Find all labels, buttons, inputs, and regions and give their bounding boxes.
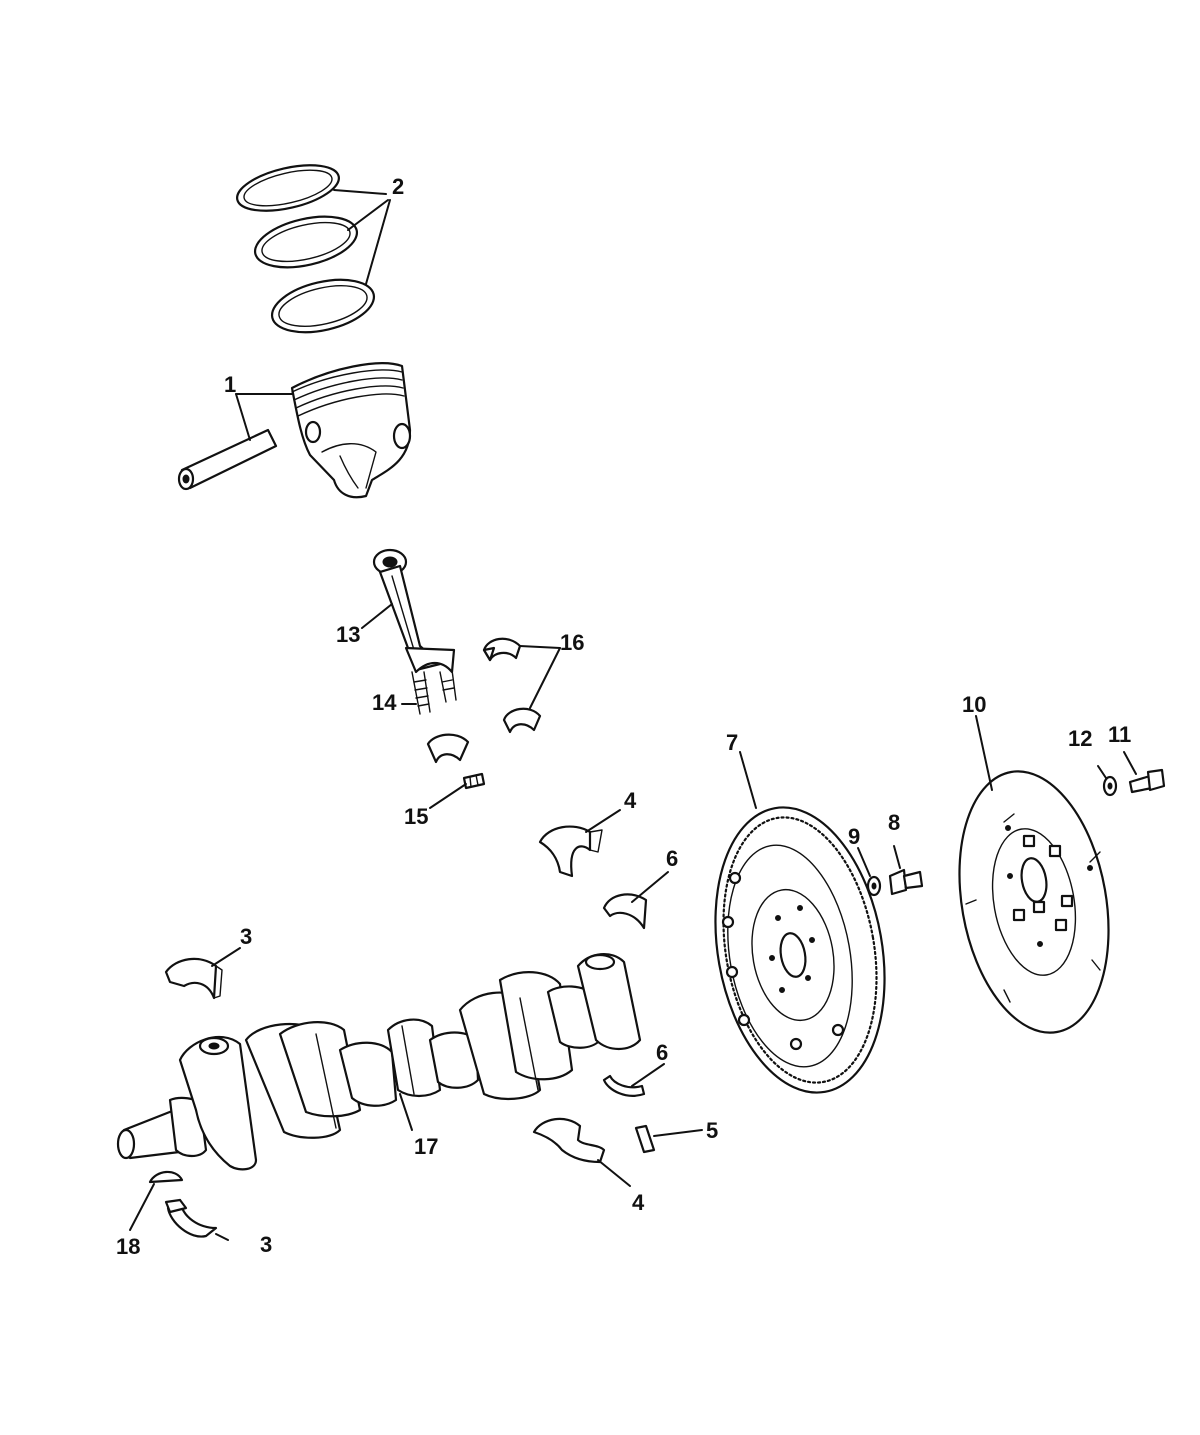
thrust-washer-6-lower <box>602 1074 646 1097</box>
callout-6-lower: 6 <box>656 1040 668 1065</box>
callout-7: 7 <box>726 730 738 755</box>
clutch-bolt <box>1128 768 1166 794</box>
dowel-pin <box>634 1124 656 1154</box>
main-bearing-4-lower <box>532 1117 606 1164</box>
callout-1: 1 <box>224 372 236 397</box>
callout-labels: 1 2 3 3 4 4 5 6 6 7 8 9 10 11 12 13 14 1… <box>116 174 1131 1259</box>
piston-rings <box>236 164 376 334</box>
callout-4-lower: 4 <box>632 1190 645 1215</box>
thrust-washer-6-upper <box>602 893 648 930</box>
callout-4-upper: 4 <box>624 788 637 813</box>
flywheel-bolt <box>888 868 924 896</box>
callout-8: 8 <box>888 810 900 835</box>
callout-2: 2 <box>392 174 404 199</box>
rod-bearing-lower <box>502 707 542 734</box>
main-bearing-3-upper <box>164 957 223 1000</box>
callout-3-lower: 3 <box>260 1232 272 1257</box>
callout-6-upper: 6 <box>666 846 678 871</box>
clutch-washer <box>1102 775 1118 797</box>
rod-nut <box>462 772 486 790</box>
rod-bearing-upper <box>482 637 522 662</box>
flywheel <box>714 806 886 1094</box>
callout-16: 16 <box>560 630 584 655</box>
callout-3-upper: 3 <box>240 924 252 949</box>
callout-18: 18 <box>116 1234 140 1259</box>
flywheel-washer <box>866 875 882 897</box>
callout-10: 10 <box>962 692 986 717</box>
callout-11: 11 <box>1108 722 1131 747</box>
crank-key <box>148 1170 184 1184</box>
main-bearing-upper-4 <box>538 825 603 878</box>
main-bearing-3-lower <box>164 1198 218 1238</box>
connecting-rod <box>372 548 457 715</box>
callout-5: 5 <box>706 1118 718 1143</box>
clutch-disc <box>958 770 1110 1034</box>
piston-and-pin <box>177 362 412 499</box>
callout-15: 15 <box>404 804 428 829</box>
callout-14: 14 <box>372 690 397 715</box>
rod-bearing-cap <box>426 733 470 764</box>
callout-17: 17 <box>414 1134 438 1159</box>
callout-13: 13 <box>336 622 360 647</box>
leader-lines <box>129 189 1137 1241</box>
crankshaft <box>116 953 642 1171</box>
callout-12: 12 <box>1068 726 1092 751</box>
callout-9: 9 <box>848 824 860 849</box>
